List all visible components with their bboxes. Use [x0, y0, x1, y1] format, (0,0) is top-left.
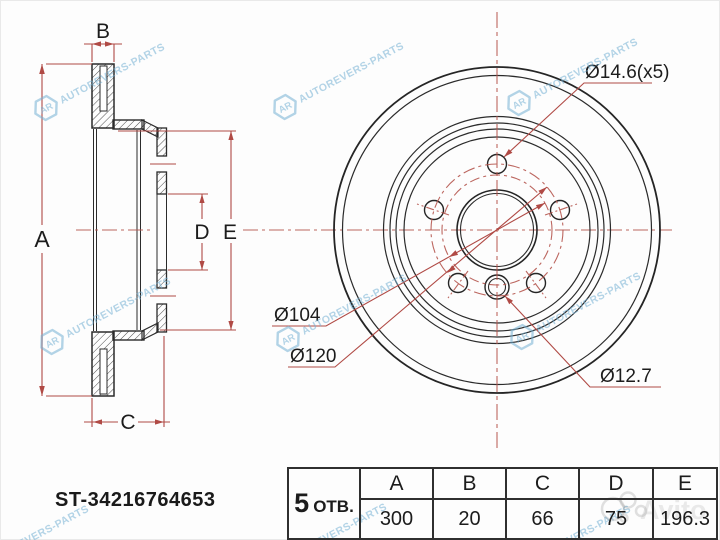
holes-word: ОТВ. — [313, 497, 354, 516]
watermark-logo-icon — [273, 93, 297, 121]
bolt-circle-dashed — [430, 163, 564, 297]
callout-set-screw-label: Ø12.7 — [600, 366, 652, 387]
dim-label-D: D — [194, 221, 209, 244]
hat-step-top — [141, 119, 159, 138]
col-header-D: D — [578, 467, 654, 500]
part-number: ST-34216764653 — [55, 489, 216, 511]
dim-label-C: C — [120, 411, 135, 434]
disc-outer-circle — [333, 66, 661, 394]
value-B: 20 — [432, 498, 507, 540]
holes-count: 5 — [294, 488, 310, 518]
cross-section-view: A B C D — [34, 20, 672, 434]
callout-bolt-circle-label: Ø120 — [290, 346, 336, 367]
watermark-logo-icon — [510, 323, 534, 351]
col-header-B: B — [432, 467, 507, 500]
dim-A: A — [34, 63, 92, 397]
dim-E: E — [118, 130, 240, 331]
dim-label-E: E — [223, 221, 237, 244]
watermark-logo-text: AR — [277, 100, 294, 116]
dim-B: B — [84, 20, 122, 62]
mounting-face-section — [156, 127, 168, 333]
callout-pilot-diameter: Ø104 — [272, 202, 546, 327]
callout-bolt-holes-label: Ø14.6(x5) — [585, 62, 669, 83]
watermark-logo-text: AR — [44, 335, 61, 351]
watermark-brand-text: AUTOREVERS-PARTS — [297, 40, 406, 106]
hat-step-bottom — [141, 322, 159, 341]
value-C: 66 — [505, 498, 580, 540]
vent-slot-bottom — [99, 348, 108, 395]
watermark-logo-text: AR — [511, 96, 528, 112]
dim-D: D — [168, 193, 212, 271]
front-centerlines — [416, 12, 578, 452]
bolt-hole-ticks — [150, 163, 176, 297]
watermark-brand-text: AUTOREVERS-PARTS — [534, 270, 643, 336]
watermark-logo-icon — [276, 325, 300, 353]
col-header-A: A — [359, 467, 434, 500]
callout-bolt-circle: Ø120 — [288, 186, 548, 368]
watermark-logo-icon — [507, 89, 531, 117]
dim-label-B: B — [96, 20, 110, 43]
hat-wall-bottom — [112, 330, 145, 341]
dim-C: C — [84, 336, 170, 434]
value-E: 196.3 — [652, 498, 718, 540]
vent-slot-top — [99, 65, 108, 112]
watermark-logo-icon — [40, 328, 64, 356]
value-A: 300 — [359, 498, 434, 540]
watermark-logo-text: AR — [38, 101, 55, 117]
value-D: 75 — [578, 498, 654, 540]
hat-wall-top — [112, 119, 145, 130]
front-view: Ø14.6(x5) Ø104 Ø120 Ø12.7 — [272, 12, 669, 452]
callout-set-screw: Ø12.7 — [504, 295, 661, 388]
col-header-C: C — [505, 467, 580, 500]
spec-table-value-row: 300 20 66 75 196.3 — [288, 498, 718, 540]
col-header-E: E — [652, 467, 718, 500]
watermark-logo-icon — [34, 94, 58, 122]
pilot-circle-dashed — [441, 174, 553, 286]
callout-pilot-label: Ø104 — [274, 305, 321, 326]
callout-bolt-holes: Ø14.6(x5) — [503, 62, 669, 158]
dim-label-A: A — [34, 226, 50, 252]
